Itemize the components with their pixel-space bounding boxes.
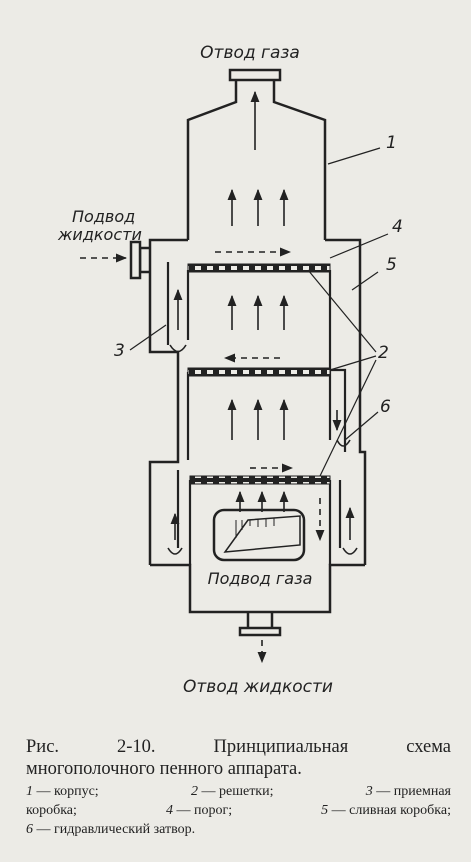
liquid-outlet-nozzle [238, 612, 282, 637]
callout-6: 6 [380, 397, 391, 417]
gas-outlet-nozzle [186, 68, 327, 240]
caption-title-line2: многополочного пенного аппарата. [26, 759, 302, 779]
gas-outlet-label: Отвод газа [200, 43, 300, 63]
legend-line-2: коробка; 4 — порог; 5 — сливная коробка; [26, 801, 451, 820]
legend-line-1: 1 — корпус; 2 — решетки; 3 — приемная [26, 782, 451, 801]
legend-text-1: — корпус; [36, 784, 99, 799]
legend-num-5: 5 [321, 803, 329, 818]
gas-flow-arrows [227, 90, 289, 512]
callout-5: 5 [386, 255, 397, 275]
legend-text-5: — сливная коробка; [331, 803, 451, 818]
legend-text-4: — порог; [176, 803, 233, 818]
figure-legend: 1 — корпус; 2 — решетки; 3 — приемная ко… [26, 782, 451, 839]
callout-leaders [129, 147, 389, 477]
callout-2: 2 [378, 343, 389, 363]
gas-inlet-label: Подвод газа [208, 569, 313, 588]
legend-text-6: — гидравлический затвор. [36, 822, 196, 837]
callout-3: 3 [114, 341, 125, 361]
legend-text-3: — приемная [376, 784, 451, 799]
grid-bottom [189, 475, 331, 485]
figure-caption: Рис. 2-10. Принципиальная схема многопол… [26, 736, 451, 780]
callout-1: 1 [386, 133, 397, 153]
caption-title-line1: Рис. 2-10. Принципиальная схема [26, 737, 451, 757]
liquid-inlet-label-1: Подвод [72, 207, 135, 226]
inner-walls [166, 262, 347, 565]
gas-inlet-window [212, 508, 306, 562]
legend-line-3: 6 — гидравлический затвор. [26, 820, 451, 839]
grid-top [187, 263, 331, 273]
legend-text-3b: коробка; [26, 803, 77, 818]
legend-num-4: 4 [165, 803, 173, 818]
apparatus-diagram: Отвод газа [57, 43, 403, 697]
grid-middle [187, 367, 331, 377]
liquid-flow-arrows [80, 247, 325, 664]
legend-text-2: — решетки; [201, 784, 274, 799]
legend-num-6: 6 [26, 822, 33, 837]
legend-num-1: 1 [26, 784, 33, 799]
callout-4: 4 [392, 217, 403, 237]
hydraulic-seal-arrows [167, 288, 358, 555]
liquid-inlet-label-2: жидкости [57, 225, 142, 244]
liquid-outlet-label: Отвод жидкости [183, 677, 333, 697]
legend-num-2: 2 [190, 784, 198, 799]
legend-num-3: 3 [365, 784, 373, 799]
